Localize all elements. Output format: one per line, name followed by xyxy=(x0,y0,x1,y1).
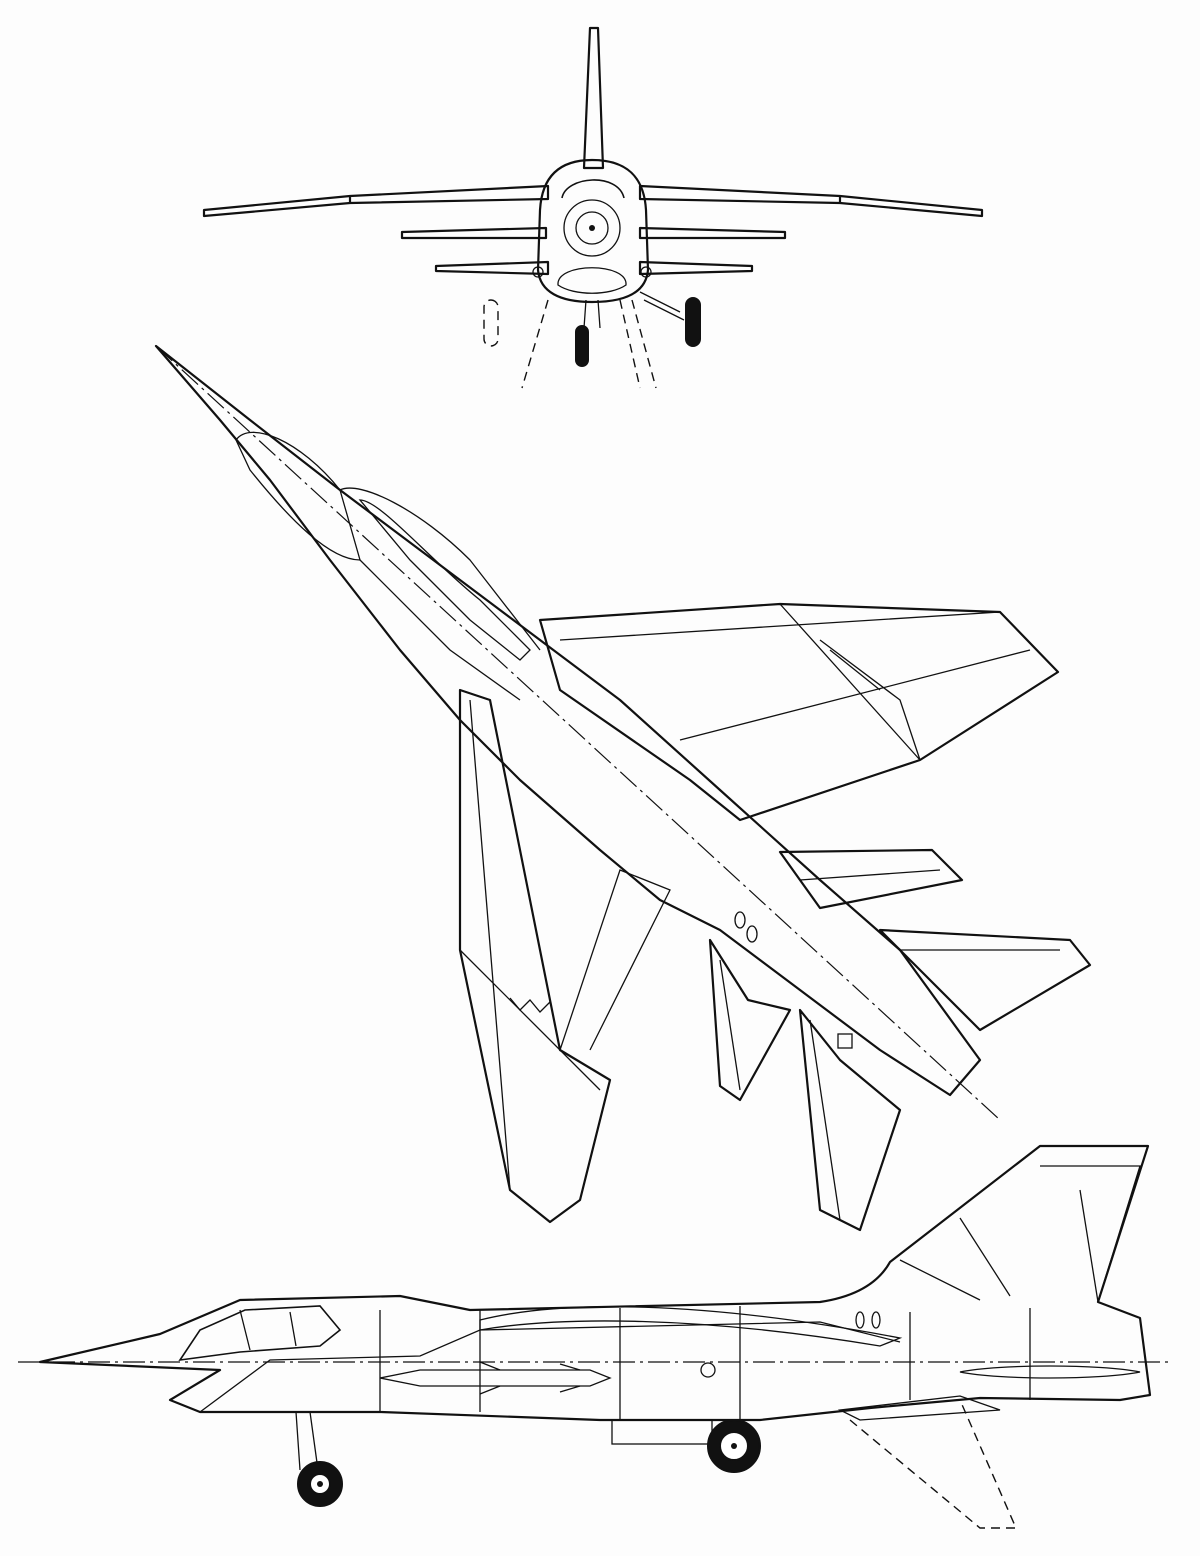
front-radome-outer xyxy=(563,199,621,257)
plan-fuselage-outline xyxy=(154,344,982,1097)
front-view xyxy=(202,26,984,389)
plan-right-wing-aileron xyxy=(829,649,881,691)
front-ground-clearance-lines xyxy=(521,299,657,389)
side-view xyxy=(18,1144,1168,1529)
side-ventral-fin xyxy=(837,1395,1001,1421)
plan-right-tailplane-upper xyxy=(778,848,964,910)
plan-left-tailplane-lower xyxy=(798,1008,902,1232)
side-missile xyxy=(379,1369,612,1387)
front-right-tailplane-upper xyxy=(638,226,787,240)
plan-right-tailplane-lower xyxy=(878,928,1092,1032)
plan-centerline xyxy=(155,345,1001,1121)
front-nose-gear-strut xyxy=(583,299,601,329)
side-nose-gear-strut xyxy=(295,1411,319,1471)
front-right-wing xyxy=(638,184,984,218)
plan-missile-upper xyxy=(358,499,531,661)
plan-left-wing xyxy=(458,688,612,1224)
side-fuselage-outline xyxy=(38,1144,1152,1422)
side-canopy xyxy=(178,1305,342,1362)
plan-canopy xyxy=(235,431,361,561)
plan-exhaust-grille xyxy=(837,1033,853,1049)
plan-left-wing-fence xyxy=(509,997,551,1013)
front-left-tailplane-upper xyxy=(400,226,548,240)
side-tail-clearance-lines xyxy=(849,1399,1018,1529)
front-air-intake xyxy=(557,267,627,294)
front-left-tailplane-lower xyxy=(434,260,550,276)
front-vertical-fin xyxy=(582,26,605,170)
front-right-tailplane-lower xyxy=(638,260,754,276)
side-main-gear-bay xyxy=(611,1419,713,1445)
plan-view xyxy=(154,344,1092,1232)
front-nose-wheel-left-icon xyxy=(575,325,589,367)
side-dorsal-fairing xyxy=(479,1306,903,1347)
front-left-wing xyxy=(202,184,550,218)
front-main-gear-strut xyxy=(639,291,685,321)
front-fuselage-outline xyxy=(536,158,650,304)
side-vertical-fin-panels xyxy=(899,1165,1141,1303)
front-main-wheel-icon xyxy=(685,297,701,347)
side-wing-tank xyxy=(959,1365,1141,1379)
front-radome-inner xyxy=(575,211,609,245)
front-canopy xyxy=(561,179,625,199)
plan-left-tailplane-upper xyxy=(708,938,792,1102)
front-main-wheel-retracted-ghost xyxy=(483,299,499,347)
side-frame-lines xyxy=(379,1306,1031,1420)
